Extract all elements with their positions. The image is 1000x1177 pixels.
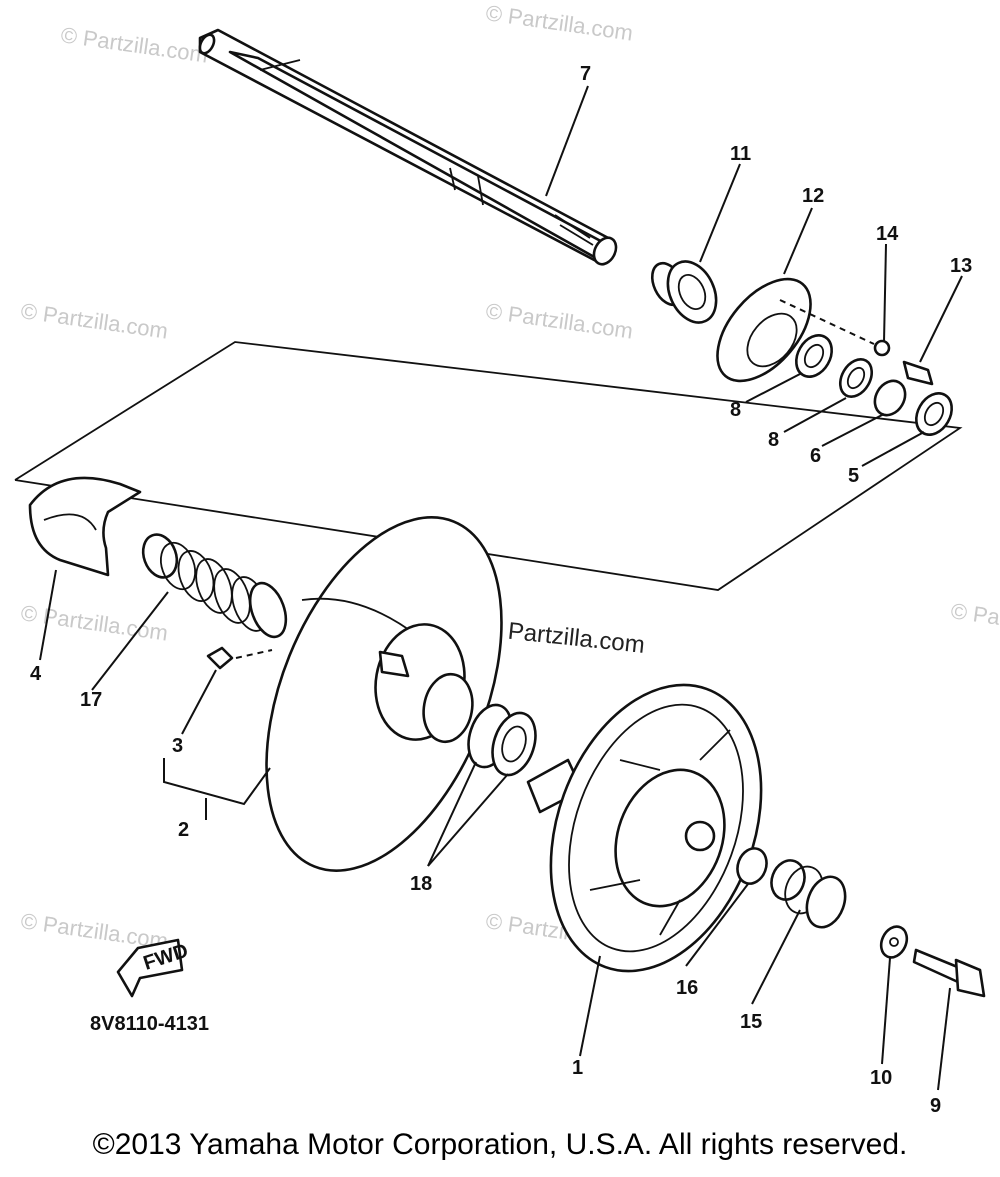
callout-1: 1 (572, 1057, 583, 1079)
callout-10: 10 (870, 1067, 892, 1089)
callout-15: 15 (740, 1011, 762, 1033)
part-plate (716, 277, 812, 383)
callout-16: 16 (676, 977, 698, 999)
leader-lines (39, 85, 963, 1091)
callout-7: 7 (580, 63, 591, 85)
part-shaft (198, 28, 618, 266)
callout-11: 11 (730, 143, 751, 165)
part-washer (879, 925, 909, 959)
watermark: © Partzilla.com (484, 298, 634, 343)
drawing-code: 8V8110-4131 (90, 1013, 209, 1035)
callout-2: 2 (178, 819, 189, 841)
callout-9: 9 (930, 1095, 941, 1117)
callout-5: 5 (848, 465, 859, 487)
part-cam (28, 476, 142, 577)
watermark: © Partzilla.com (949, 598, 1000, 643)
callout-3: 3 (172, 735, 183, 757)
copyright-notice: ©2013 Yamaha Motor Corporation, U.S.A. A… (92, 1128, 908, 1161)
part-bolt (912, 948, 986, 998)
callout-6: 6 (810, 445, 821, 467)
callout-13: 13 (950, 255, 972, 277)
watermark: © Partzilla.com (19, 298, 169, 343)
fwd-arrow-icon: FWD (116, 938, 191, 998)
callout-12: 12 (802, 185, 824, 207)
watermark: © Partzilla.com (484, 0, 634, 45)
callout-8b: 8 (768, 429, 779, 451)
part-key (206, 646, 273, 670)
part-sheave-spoked (526, 683, 763, 973)
part-bearing (650, 260, 718, 324)
callout-8a: 8 (730, 399, 741, 421)
part-spring (141, 533, 288, 639)
exploded-view-svg: © Partzilla.com © Partzilla.com © Partzi… (14, 0, 1000, 1117)
part-washers (467, 703, 537, 777)
watermark: © Partzilla.com (19, 600, 169, 645)
part-small-spring (770, 859, 847, 929)
callout-18: 18 (410, 873, 432, 895)
callouts: 7 11 12 14 13 8 8 6 5 4 17 3 2 18 16 15 … (30, 63, 972, 1117)
small-parts-upper (779, 299, 953, 436)
part-sheave-disc (265, 516, 503, 872)
watermark: © Partzilla.com (59, 22, 209, 67)
callout-4: 4 (30, 663, 42, 685)
callout-14: 14 (876, 223, 899, 245)
watermark-center: © Partzilla.com (482, 615, 646, 659)
part-collar (736, 847, 768, 885)
callout-17: 17 (80, 689, 102, 711)
